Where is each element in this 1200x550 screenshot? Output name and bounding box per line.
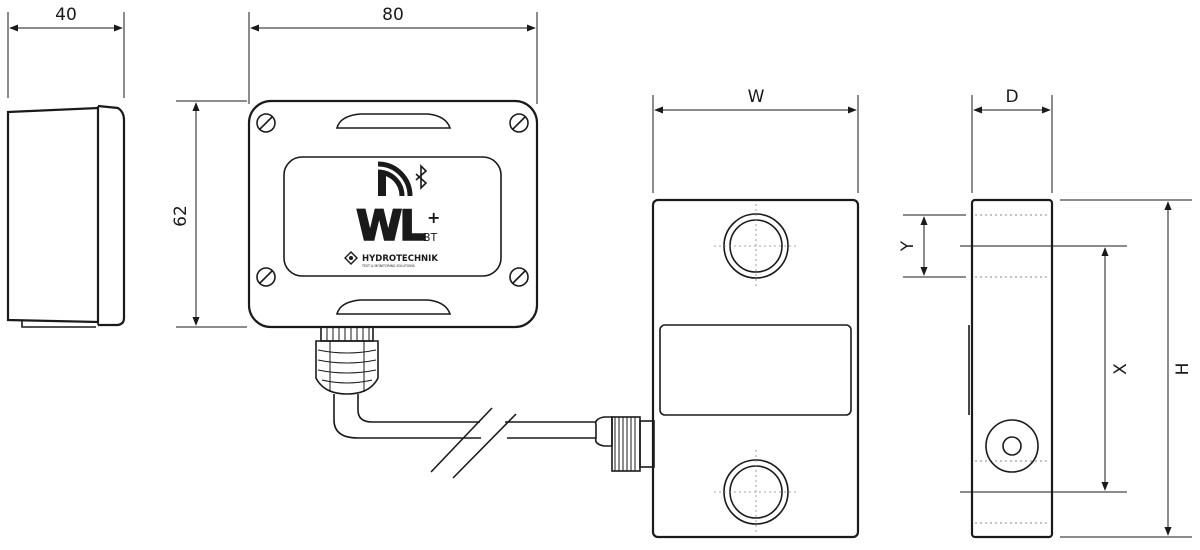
dimension-label-40: 40	[55, 5, 77, 25]
loadcell-bottom-hole	[714, 450, 798, 534]
screw-icon	[509, 267, 529, 287]
label-panel	[283, 156, 502, 277]
sensor-side-view	[6, 104, 126, 328]
cable	[333, 394, 596, 479]
loadcell-top-hole	[714, 204, 798, 288]
product-logo: WL + BT	[355, 200, 440, 251]
loadcell-front-view	[651, 198, 860, 539]
screw-icon	[256, 267, 276, 287]
dimension-loadcell-height: H	[1060, 199, 1193, 538]
cable-break-mark	[430, 407, 493, 473]
plus-glyph: +	[427, 208, 440, 227]
screw-icon	[256, 113, 276, 133]
dimension-label-d: D	[1005, 87, 1018, 107]
dimension-loadcell-depth: D	[971, 87, 1053, 193]
dimension-label-y: Y	[898, 240, 918, 252]
cable-gland-top	[315, 326, 379, 395]
dimension-sensor-height: 62	[171, 100, 247, 328]
dimension-loadcell-width: W	[652, 87, 859, 193]
screw-icon	[509, 113, 529, 133]
cable-break-mark	[452, 413, 517, 479]
loadcell-side-view	[968, 198, 1054, 539]
dimension-label-80: 80	[382, 5, 404, 25]
product-logo-text: WL	[356, 201, 425, 250]
dimension-label-62: 62	[171, 205, 191, 227]
loadcell-side-hole	[985, 419, 1039, 473]
top-vent-slot	[335, 113, 452, 129]
hydrotechnik-logo-icon	[344, 251, 358, 265]
sensor-front-view: WL + BT HYDROTECHNIK TEST & MONITORING S…	[247, 99, 539, 329]
dimension-label-x: X	[1111, 363, 1131, 375]
bottom-vent-slot	[335, 299, 452, 315]
wireless-signal-icon	[377, 161, 413, 197]
cable-gland-side	[594, 416, 655, 472]
dimension-hole-offset: Y	[898, 214, 966, 278]
dimension-sensor-width: 80	[248, 5, 538, 104]
dimension-side-depth: 40	[7, 5, 125, 98]
brand-name: HYDROTECHNIK	[362, 254, 438, 264]
product-variant-label: BT	[423, 231, 438, 244]
loadcell-label-area	[659, 324, 852, 416]
brand-tagline: TEST & MONITORING SOLUTIONS	[361, 264, 415, 268]
dimension-label-w: W	[748, 87, 765, 107]
dimension-hole-spacing: X	[960, 245, 1131, 493]
dimension-label-h: H	[1173, 363, 1193, 376]
bluetooth-icon	[415, 164, 428, 190]
